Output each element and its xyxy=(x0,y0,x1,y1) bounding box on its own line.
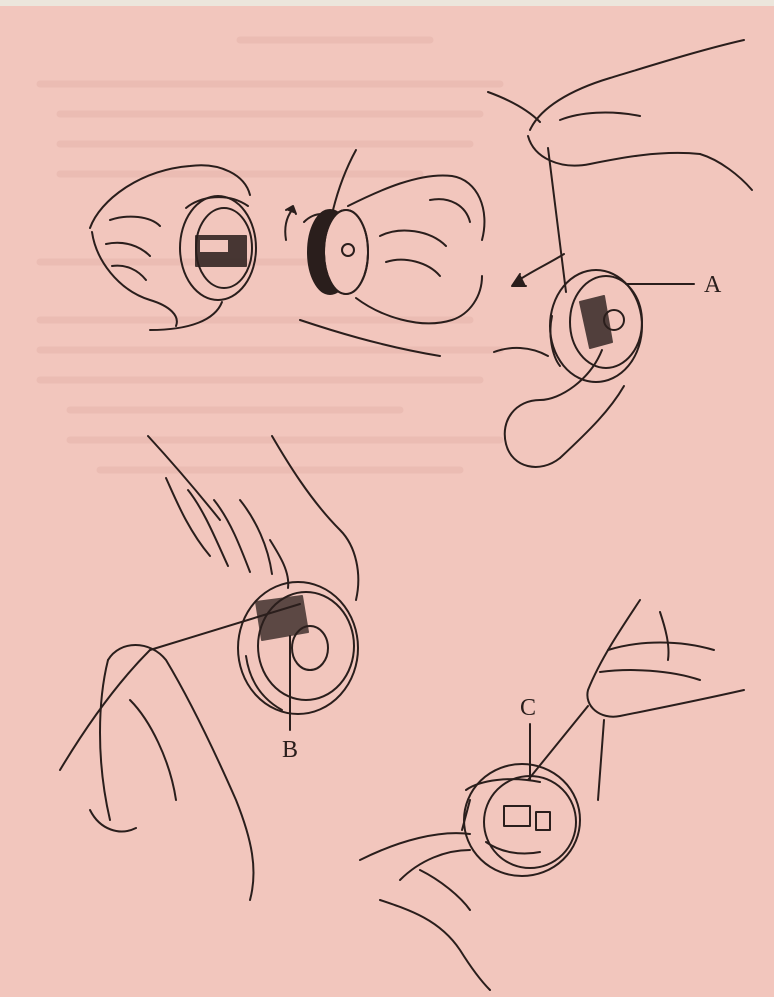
panel-insert-bobbin xyxy=(90,150,484,356)
label-a: A xyxy=(704,273,721,297)
label-b: B xyxy=(282,738,298,762)
panel-thread-slot-a xyxy=(488,40,752,467)
show-through-text xyxy=(40,40,500,470)
panel-thread-hole-c xyxy=(360,600,744,990)
panel-thread-tension-b xyxy=(60,436,358,900)
label-c: C xyxy=(520,696,536,720)
